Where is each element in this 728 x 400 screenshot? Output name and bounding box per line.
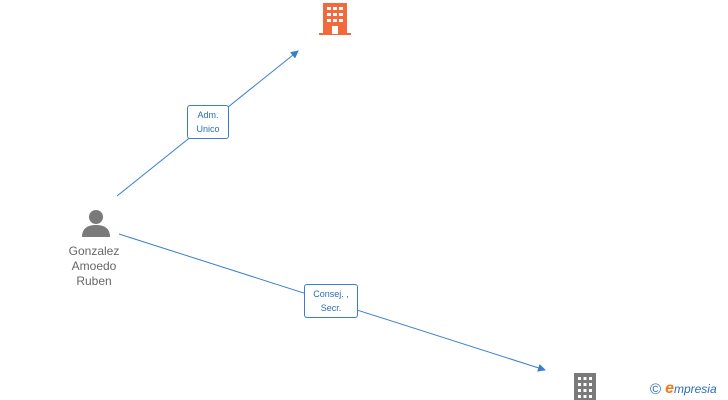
edge-label-consej-secr[interactable]: Consej. , Secr. (304, 284, 358, 318)
copyright-symbol: © (650, 380, 662, 398)
edge-label-adm-unico[interactable]: Adm. Unico (187, 105, 229, 139)
building-icon[interactable] (318, 2, 352, 36)
person-icon[interactable] (81, 208, 111, 238)
brand-watermark: © e mpresia (650, 379, 717, 399)
person-name-line: Amoedo (71, 259, 117, 273)
edge-label-line: Unico (196, 124, 220, 134)
edge-label-line: Consej. , (313, 289, 349, 299)
brand-logo-word: mpresia (673, 382, 717, 396)
edge-label-line: Secr. (320, 303, 342, 313)
person-name-line: Gonzalez (68, 244, 120, 258)
edge-label-line: Adm. (197, 110, 219, 120)
building-icon[interactable] (572, 372, 598, 400)
brand-logo-e: e (665, 380, 674, 397)
person-name-line: Ruben (76, 274, 112, 288)
person-name[interactable]: Gonzalez Amoedo Ruben (48, 244, 140, 289)
